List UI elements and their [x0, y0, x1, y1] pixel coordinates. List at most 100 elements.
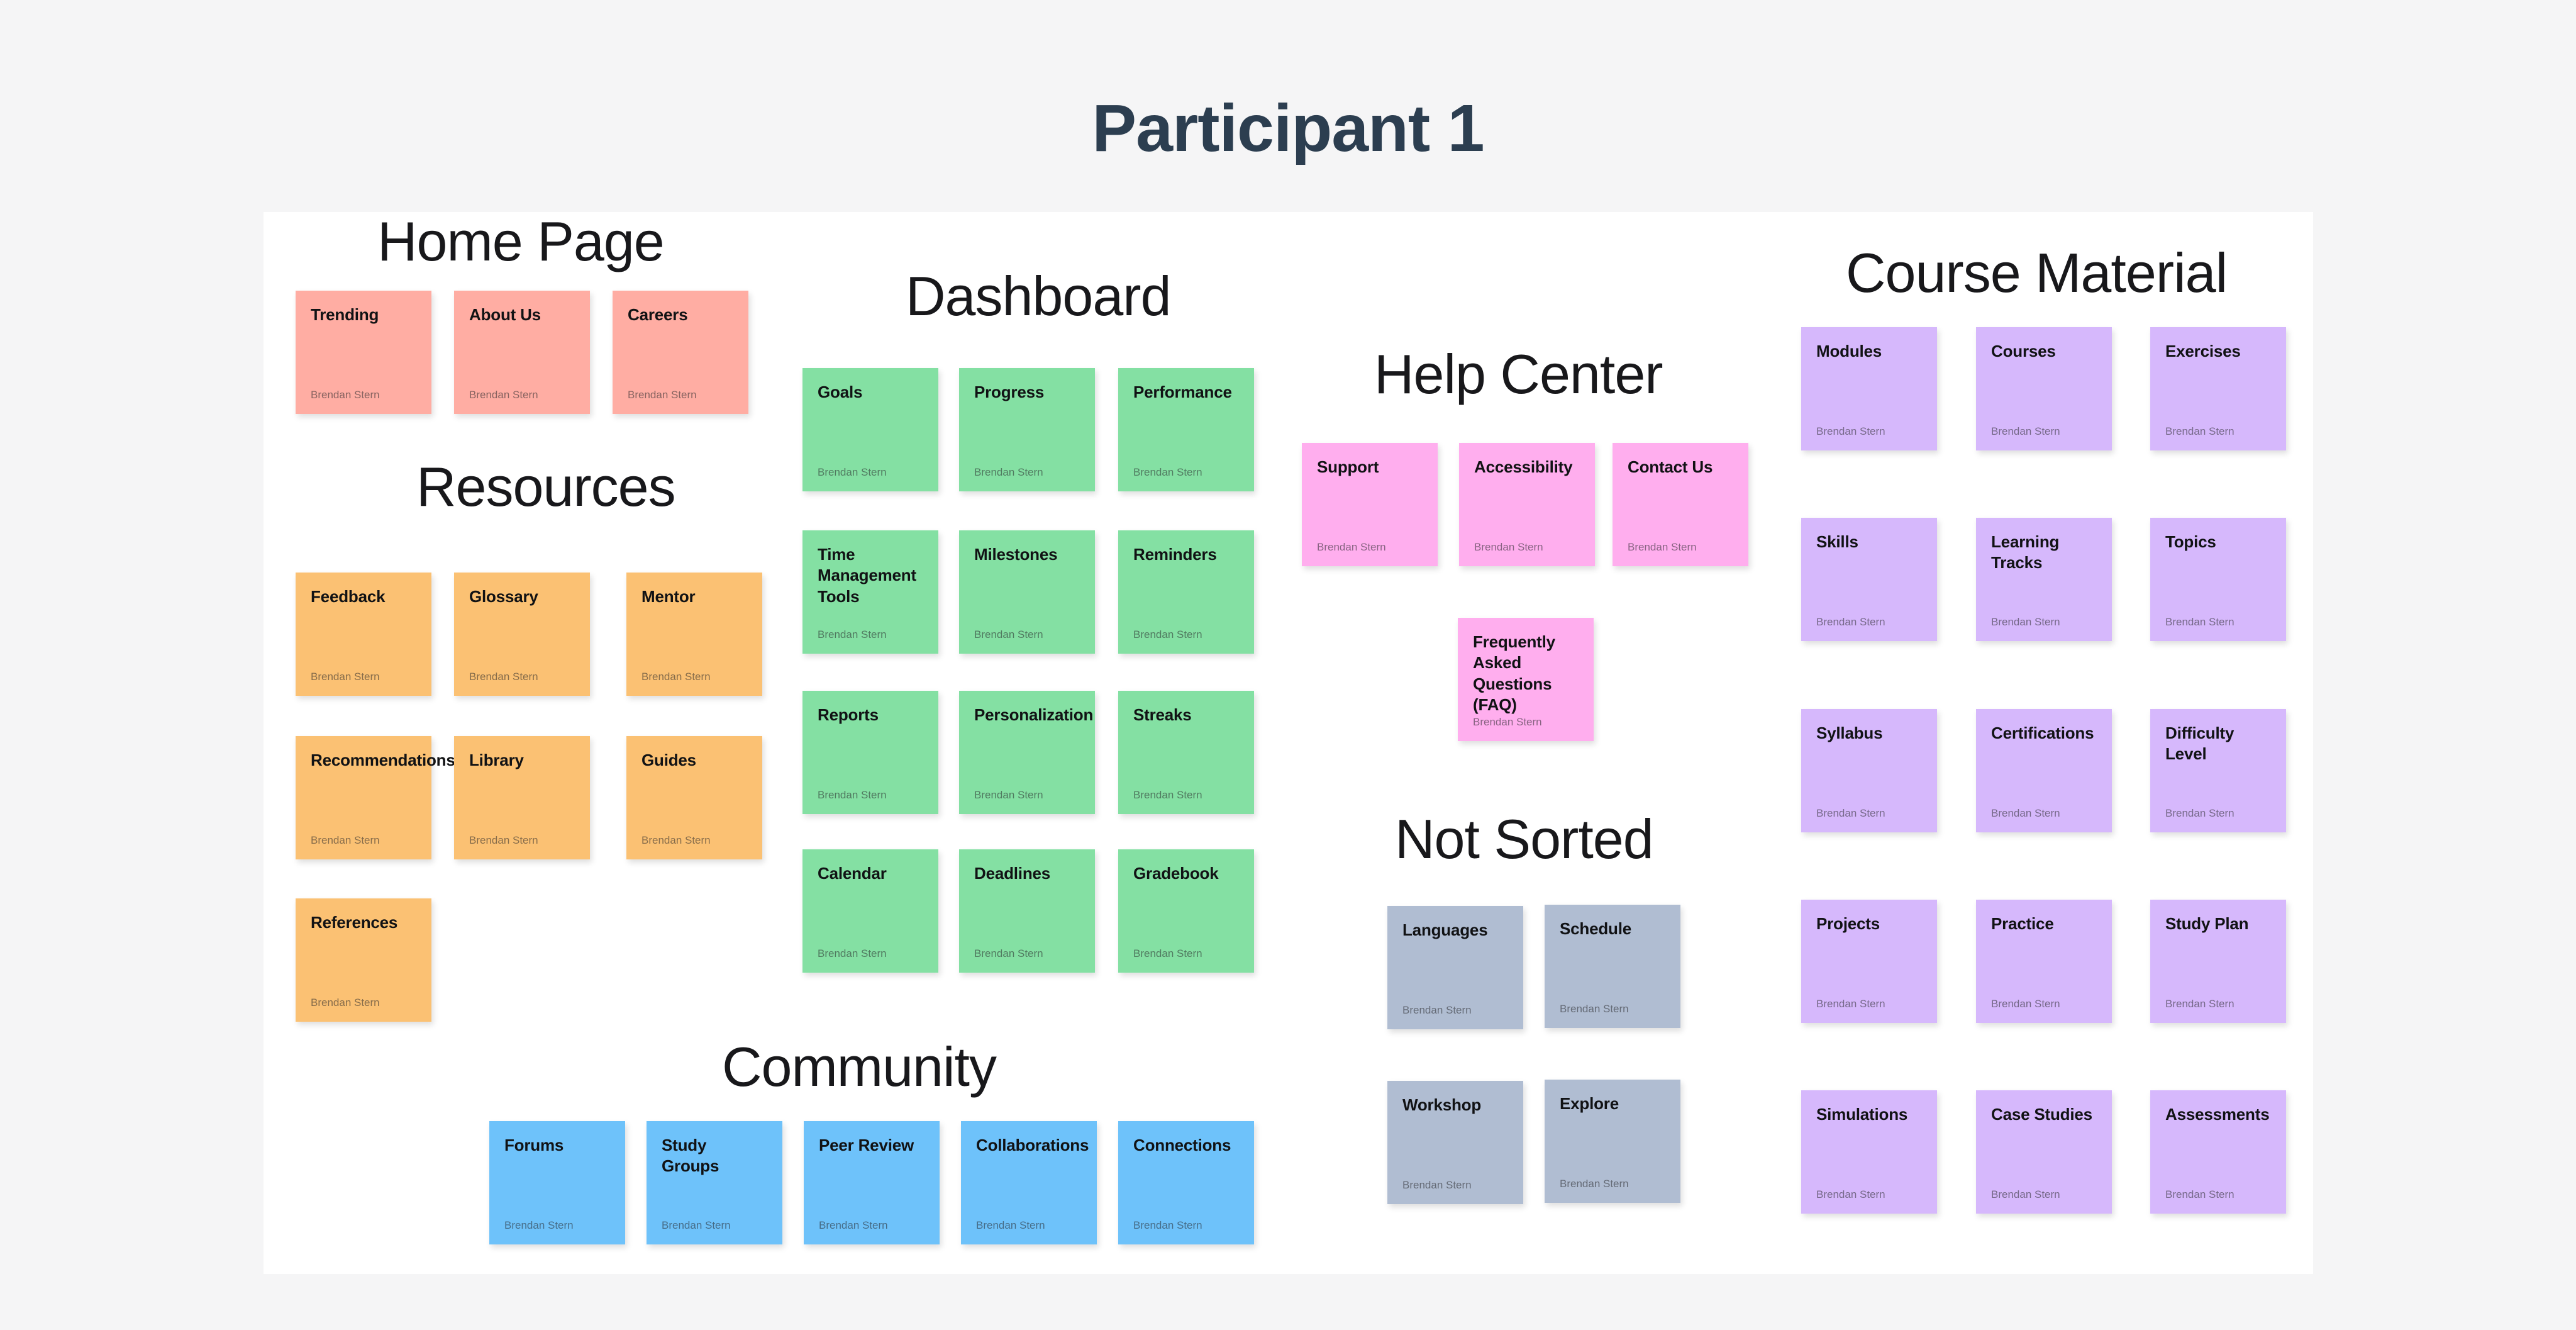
- card-title: Modules: [1816, 342, 1882, 360]
- card-author: Brendan Stern: [469, 834, 538, 846]
- card-author: Brendan Stern: [818, 789, 887, 801]
- card-author: Brendan Stern: [974, 629, 1043, 640]
- section-heading-resources: Resources: [416, 455, 676, 518]
- card-author: Brendan Stern: [662, 1219, 731, 1231]
- card-author: Brendan Stern: [641, 671, 711, 683]
- card-title: Languages: [1402, 920, 1488, 939]
- sticky-card[interactable]: Frequently Asked Questions (FAQ)Brendan …: [1458, 618, 1594, 741]
- card-author: Brendan Stern: [311, 671, 380, 683]
- card-title: Mentor: [641, 587, 696, 606]
- card-title: Personalization: [974, 705, 1094, 724]
- card-author: Brendan Stern: [1402, 1179, 1472, 1191]
- card-title: Deadlines: [974, 864, 1051, 883]
- card-author: Brendan Stern: [1816, 425, 1885, 437]
- card-title: Library: [469, 751, 524, 769]
- card-author: Brendan Stern: [469, 671, 538, 683]
- section-heading-help-center: Help Center: [1374, 343, 1663, 405]
- card-title: Guides: [641, 751, 696, 769]
- card-title: About Us: [469, 305, 541, 324]
- card-author: Brendan Stern: [818, 466, 887, 478]
- card-title: Practice: [1991, 914, 2054, 933]
- card-title: Goals: [818, 383, 863, 401]
- card-title: Study Groups: [662, 1136, 719, 1176]
- card-author: Brendan Stern: [1473, 716, 1542, 728]
- card-title: Case Studies: [1991, 1105, 2092, 1124]
- card-author: Brendan Stern: [628, 389, 697, 401]
- card-author: Brendan Stern: [1991, 616, 2060, 628]
- card-title: Syllabus: [1816, 724, 1883, 742]
- card-title: Accessibility: [1474, 457, 1573, 476]
- card-title: Exercises: [2165, 342, 2241, 360]
- card-title: Trending: [311, 305, 379, 324]
- card-author: Brendan Stern: [1133, 947, 1202, 959]
- card-title: Study Plan: [2165, 914, 2249, 933]
- card-title: Assessments: [2165, 1105, 2270, 1124]
- card-title: Milestones: [974, 545, 1058, 564]
- card-author: Brendan Stern: [2165, 425, 2235, 437]
- card-author: Brendan Stern: [311, 997, 380, 1009]
- card-author: Brendan Stern: [1133, 1219, 1202, 1231]
- card-author: Brendan Stern: [818, 947, 887, 959]
- card-title: Time Management Tools: [818, 545, 916, 606]
- card-author: Brendan Stern: [504, 1219, 574, 1231]
- card-title: Feedback: [311, 587, 386, 606]
- card-title: Workshop: [1402, 1095, 1482, 1114]
- card-title: Recommendations: [311, 751, 455, 769]
- card-author: Brendan Stern: [1560, 1003, 1629, 1015]
- card-author: Brendan Stern: [1560, 1178, 1629, 1190]
- card-title: Glossary: [469, 587, 538, 606]
- card-author: Brendan Stern: [1133, 789, 1202, 801]
- card-title: Projects: [1816, 914, 1880, 933]
- card-title: Explore: [1560, 1094, 1619, 1113]
